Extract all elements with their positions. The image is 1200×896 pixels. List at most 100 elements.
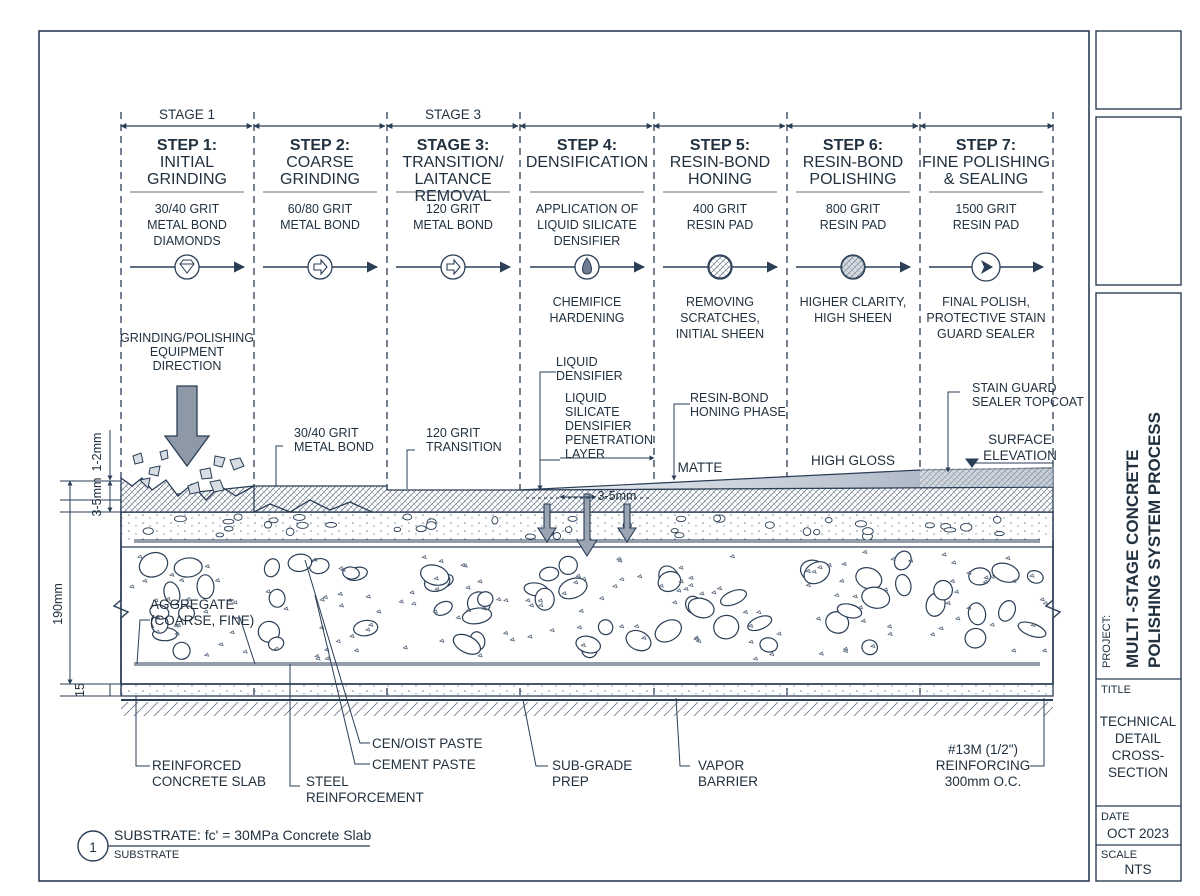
resin-honing-label: RESIN-BOND <box>690 391 768 405</box>
equipment-direction-label: DIRECTION <box>153 359 222 373</box>
step-name: & SEALING <box>944 171 1028 188</box>
dim-top: 1-2mm <box>90 433 104 472</box>
column-dividers <box>120 112 1054 700</box>
equipment-direction-label: EQUIPMENT <box>150 345 225 359</box>
step-name: DENSIFICATION <box>526 154 648 171</box>
step-name: TRANSITION/ <box>402 154 504 171</box>
resin-pad-icon <box>707 254 733 280</box>
annotations: GRINDING/POLISHINGEQUIPMENTDIRECTION30/4… <box>120 331 1084 805</box>
resin-pad-dark-icon <box>840 254 866 280</box>
aggregate-label: AGGREGATE <box>150 597 235 612</box>
steel-reinforcement-callout: REINFORCEMENT <box>306 790 424 805</box>
arrow-right-circle-icon <box>307 254 333 280</box>
sub-grade <box>121 702 1053 716</box>
step-title: STEP 7: <box>956 137 1016 154</box>
project-name-line-1: MULTI -STAGE CONCRETE <box>1123 450 1142 668</box>
title-block-box-2 <box>1095 116 1182 286</box>
step-effect: FINAL POLISH, <box>942 295 1030 309</box>
stain-guard-label: STAIN GUARD <box>972 381 1057 395</box>
reinforcing-callout: REINFORCING <box>936 758 1031 773</box>
cross-section <box>112 385 1062 716</box>
step-spec: APPLICATION OF <box>536 202 639 216</box>
penetration-depth-label: 3-5mm <box>598 489 637 503</box>
diamond-icon <box>174 254 200 280</box>
step-spec: 800 GRIT <box>826 202 881 216</box>
dim-slab: 190mm <box>51 583 65 625</box>
step-spec: METAL BOND <box>147 218 227 232</box>
step-spec: 120 GRIT <box>426 202 481 216</box>
step-effect: INITIAL SHEEN <box>676 327 764 341</box>
step-spec: DIAMONDS <box>153 234 220 248</box>
title-value: TECHNICAL <box>1100 714 1177 729</box>
reinforcing-callout: 300mm O.C. <box>945 774 1022 789</box>
title-block-main <box>1095 292 1182 882</box>
play-circle-icon <box>971 252 1001 282</box>
date-value: OCT 2023 <box>1107 826 1169 841</box>
reinforcing-callout: #13M (1/2") <box>948 742 1018 757</box>
grit-30-40-label: METAL BOND <box>294 440 374 454</box>
step-name: COARSE <box>286 154 354 171</box>
reinforced-slab-callout: CONCRETE SLAB <box>152 774 266 789</box>
grit-120-label: TRANSITION <box>426 440 502 454</box>
vapor-barrier-band <box>120 683 1054 697</box>
surface-elevation-label: SURFACE <box>988 432 1052 447</box>
step-name: FINE POLISHING <box>922 154 1050 171</box>
step-spec: RESIN PAD <box>820 218 886 232</box>
project-label: PROJECT: <box>1101 615 1113 668</box>
densifier-arrows <box>536 493 638 558</box>
step-name: POLISHING <box>809 171 896 188</box>
matte-label: MATTE <box>678 460 723 475</box>
step-effect: REMOVING <box>686 295 754 309</box>
liquid-densifier-label: LIQUID <box>556 355 598 369</box>
step-spec: DENSIFIER <box>554 234 621 248</box>
date-label: DATE <box>1101 811 1130 823</box>
cenoist-paste-callout: CEN/OIST PASTE <box>372 736 483 751</box>
project-name-line-2: POLISHING SYSTEM PROCESS <box>1145 412 1164 668</box>
stage-dimensions: STAGE 1 STAGE 3 <box>120 107 1054 129</box>
step-spec: 30/40 GRIT <box>155 202 220 216</box>
equipment-direction-arrow <box>163 385 211 468</box>
step-effect: HIGHER CLARITY, <box>800 295 907 309</box>
cement-paste-callout: CEMENT PASTE <box>372 757 476 772</box>
step-name: LAITANCE <box>414 171 491 188</box>
detail-footer: 1 SUBSTRATE: fc' = 30MPa Concrete Slab S… <box>77 827 371 862</box>
liquid-densifier-label: DENSIFIER <box>556 369 623 383</box>
scale-value: NTS <box>1125 862 1152 877</box>
step-spec: METAL BOND <box>280 218 360 232</box>
step-title: STEP 1: <box>157 137 217 154</box>
detail-number: 1 <box>89 840 97 855</box>
stain-guard-label: SEALER TOPCOAT <box>972 395 1084 409</box>
grinding-debris <box>132 449 245 495</box>
step-title: STEP 4: <box>557 137 617 154</box>
arrow-right-circle-icon <box>440 254 466 280</box>
dim-base: 15 <box>73 683 87 697</box>
high-gloss-label: HIGH GLOSS <box>811 453 895 468</box>
grit-120-label: 120 GRIT <box>426 426 481 440</box>
title-value: DETAIL <box>1115 731 1162 746</box>
step-title: STEP 2: <box>290 137 350 154</box>
stage-label-3: STAGE 3 <box>425 107 481 122</box>
step-name: GRINDING <box>280 171 360 188</box>
detail-title: SUBSTRATE: fc' = 30MPa Concrete Slab <box>114 827 371 843</box>
subgrade-callout: PREP <box>552 774 589 789</box>
dim-layer: 3-5mm <box>90 478 104 517</box>
title-label: TITLE <box>1101 684 1131 696</box>
step-effect: HIGH SHEEN <box>814 311 892 325</box>
title-block-box-1 <box>1095 30 1182 110</box>
step-effect: SCRATCHES, <box>680 311 760 325</box>
subgrade-callout: SUB-GRADE <box>552 758 632 773</box>
step-effect: PROTECTIVE STAIN <box>926 311 1045 325</box>
resin-honing-label: HONING PHASE <box>690 405 786 419</box>
detail-subtitle: SUBSTRATE <box>114 849 179 861</box>
main-frame <box>38 30 1090 882</box>
step-name: HONING <box>688 171 752 188</box>
step-title: STEP 6: <box>823 137 883 154</box>
title-value: SECTION <box>1108 765 1168 780</box>
aggregate-stones <box>128 513 1049 661</box>
